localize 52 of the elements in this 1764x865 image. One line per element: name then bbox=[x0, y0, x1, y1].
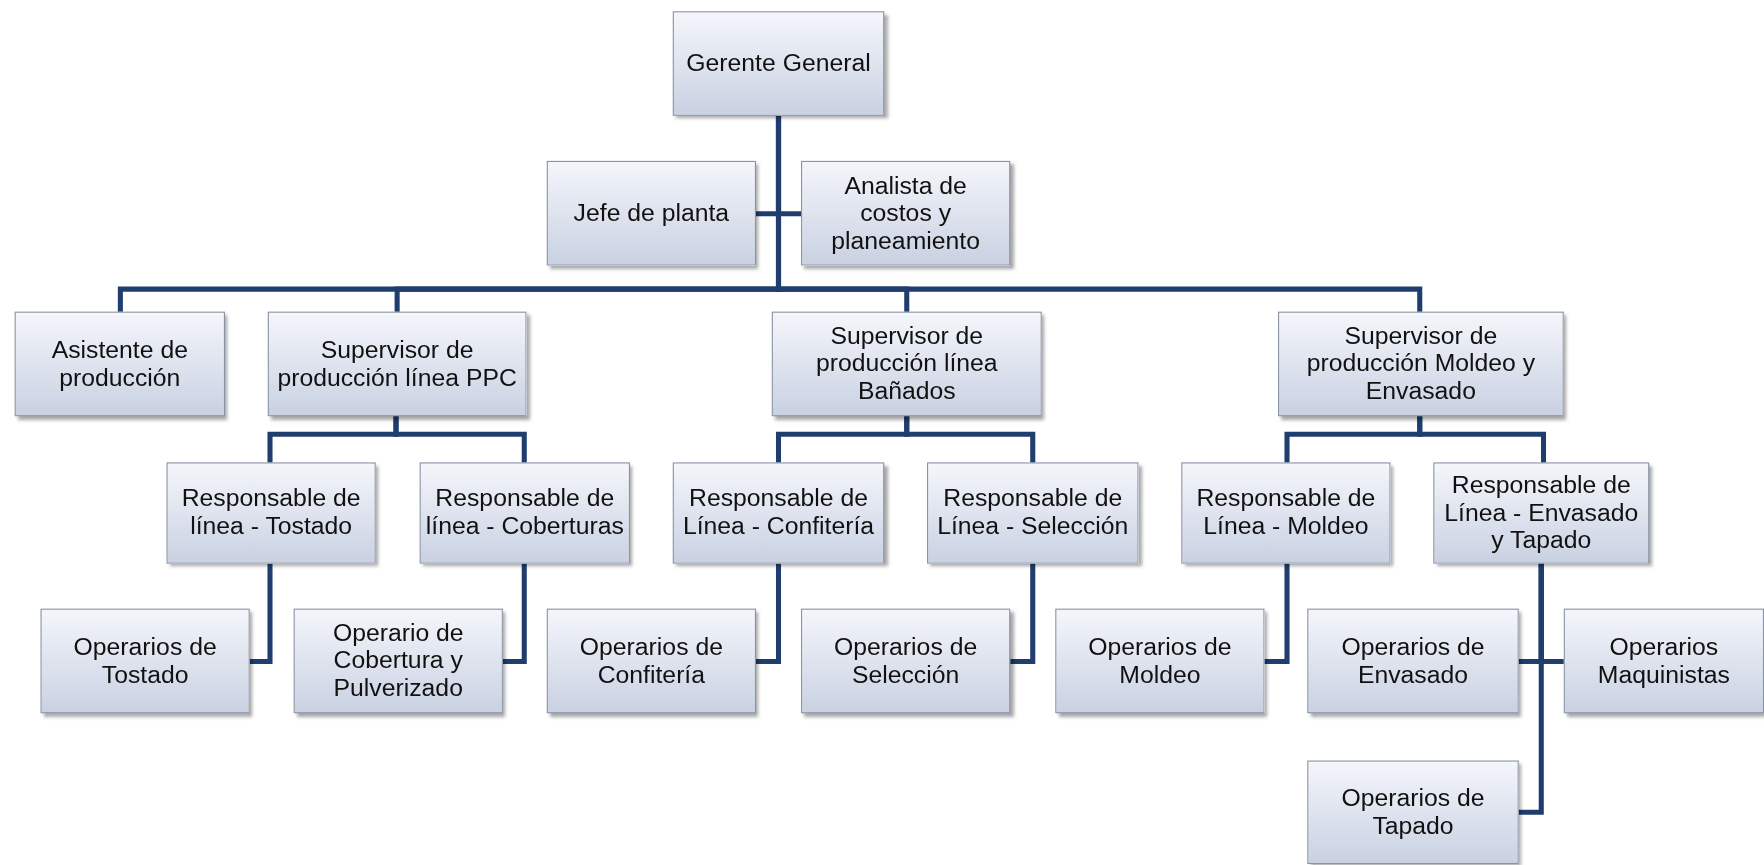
org-box bbox=[1055, 608, 1265, 714]
org-box bbox=[672, 462, 885, 564]
box-label: Responsable de Línea - Envasado y Tapado bbox=[1443, 471, 1640, 555]
org-box bbox=[1307, 608, 1519, 714]
connector-line bbox=[1518, 563, 1544, 815]
connector-line bbox=[393, 416, 527, 463]
box-label: Supervisor de producción línea Bañados bbox=[814, 322, 999, 406]
box-label: Responsable de Línea - Confitería bbox=[681, 485, 876, 541]
org-box bbox=[419, 462, 630, 564]
org-box bbox=[40, 608, 250, 714]
org-box bbox=[1433, 462, 1650, 564]
org-box bbox=[1278, 311, 1564, 417]
org-box bbox=[801, 608, 1011, 714]
connector-line bbox=[904, 416, 1036, 463]
box-label: Supervisor de producción Moldeo y Envasado bbox=[1305, 322, 1537, 406]
box-label: Operarios de Envasado bbox=[1340, 633, 1486, 689]
box-label: Operarios de Tapado bbox=[1340, 784, 1486, 840]
box-label: Responsable de línea - Coberturas bbox=[425, 485, 625, 541]
connector-line bbox=[249, 563, 273, 665]
org-box bbox=[293, 608, 503, 714]
org-box bbox=[1181, 462, 1391, 564]
org-box bbox=[14, 311, 225, 417]
box-label: Operarios de Confitería bbox=[578, 633, 724, 689]
connector-line bbox=[1417, 416, 1547, 463]
org-box bbox=[546, 608, 756, 714]
box-label: Responsable de línea - Tostado bbox=[180, 485, 362, 541]
org-box bbox=[927, 462, 1139, 564]
org-box bbox=[1563, 608, 1764, 714]
connector-line bbox=[775, 115, 1423, 312]
box-label: Supervisor de producción línea PPC bbox=[276, 336, 518, 392]
box-label: Operarios de Selección bbox=[833, 633, 979, 689]
box-label: Operario de Cobertura y Pulverizado bbox=[331, 619, 465, 703]
org-box bbox=[267, 311, 527, 417]
box-label: Operarios de Moldeo bbox=[1087, 633, 1233, 689]
org-box bbox=[771, 311, 1042, 417]
connector-line bbox=[756, 563, 782, 665]
box-label: Responsable de Línea - Moldeo bbox=[1195, 485, 1377, 541]
box-label: Responsable de Línea - Selección bbox=[936, 485, 1130, 541]
org-box bbox=[546, 160, 756, 266]
box-label: Operarios Maquinistas bbox=[1596, 633, 1731, 689]
connector-line bbox=[502, 563, 527, 665]
box-label: Gerente General bbox=[686, 49, 871, 78]
connector-line bbox=[1264, 563, 1290, 665]
box-label: Jefe de planta bbox=[573, 199, 730, 228]
org-box bbox=[672, 11, 885, 116]
org-box bbox=[1307, 760, 1519, 864]
org-box bbox=[166, 462, 376, 564]
box-label: Analista de costos y planeamiento bbox=[830, 171, 981, 255]
connector-line bbox=[1010, 563, 1036, 665]
box-label: Asistente de producción bbox=[50, 336, 189, 392]
org-box bbox=[801, 160, 1011, 266]
box-label: Operarios de Tostado bbox=[72, 633, 218, 689]
